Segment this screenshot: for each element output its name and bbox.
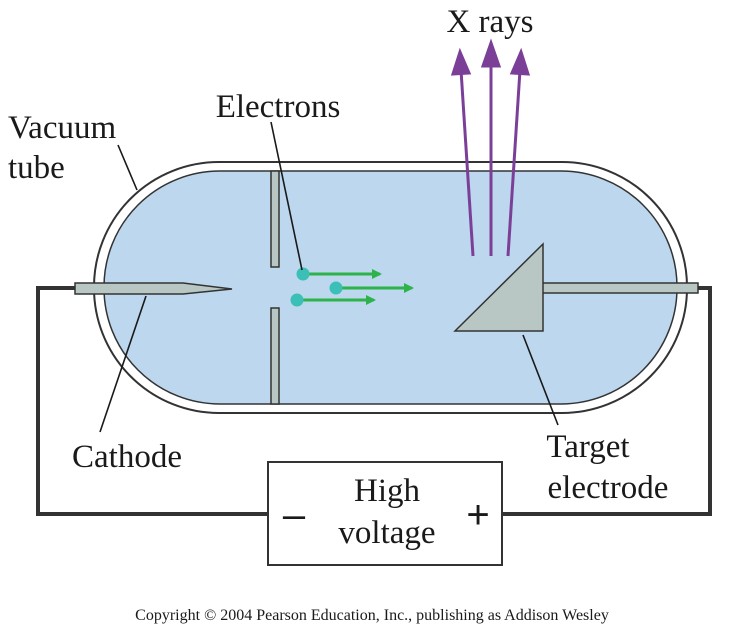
target-electrode-label-line2: electrode [548, 470, 669, 506]
circuit-wire [36, 286, 712, 516]
target-electrode [453, 242, 699, 332]
minus-terminal-sign: – [283, 493, 306, 537]
plus-terminal-sign: + [466, 493, 489, 537]
supply-label-line1: High [354, 473, 421, 509]
electron [296, 267, 310, 281]
xray-arrow [459, 69, 475, 257]
vacuum-tube-label-line2: tube [8, 150, 65, 186]
x-rays-label: X rays [446, 4, 533, 40]
vacuum-tube-label-line1: Vacuum [8, 110, 116, 146]
leader-lines [99, 121, 559, 433]
electrons-label: Electrons [216, 89, 341, 125]
cathode-electrode [74, 282, 233, 295]
copyright-notice: Copyright © 2004 Pearson Education, Inc.… [135, 607, 609, 624]
supply-label-line2: voltage [338, 515, 435, 551]
target-electrode-label-line1: Target [546, 429, 629, 465]
electron [329, 281, 343, 295]
aperture-plates [270, 170, 280, 405]
xray-arrows [450, 38, 531, 257]
xray-arrow [506, 69, 522, 257]
cathode-label: Cathode [72, 439, 182, 475]
electron [290, 293, 304, 307]
high-voltage-supply: High voltage – + [267, 461, 503, 566]
electron-beam [290, 267, 414, 307]
